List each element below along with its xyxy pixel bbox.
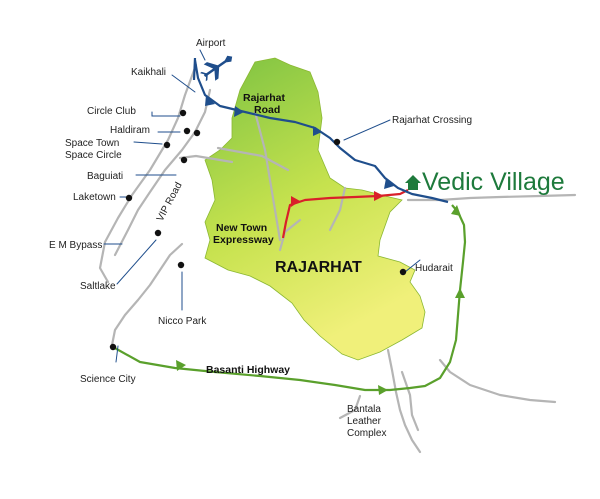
- saltlake-dot: [154, 229, 162, 237]
- rajarhat-road-label-2: Road: [254, 104, 280, 116]
- baguiati-dot: [180, 156, 188, 164]
- em-bypass-label: E M Bypass: [49, 240, 102, 251]
- home-icon: [405, 175, 421, 190]
- leader-lines: [103, 49, 421, 363]
- rajarhat-road-label-1: Rajarhat: [243, 92, 286, 104]
- basanti-highway-arrows: [176, 205, 465, 395]
- rajarhat-region: [204, 57, 426, 361]
- science-city-dot: [109, 343, 117, 351]
- bantala-label-3: Complex: [347, 428, 386, 439]
- airplane-icon: [200, 55, 233, 82]
- basanti-highway: [112, 204, 467, 392]
- basanti-highway-label: Basanti Highway: [206, 364, 290, 376]
- saltlake-label: Saltlake: [80, 281, 116, 292]
- minor-roads: [98, 63, 577, 454]
- space-town-dot: [163, 141, 171, 149]
- hudarait-label: Hudarait: [415, 263, 453, 274]
- new-town-expressway-arrows: [291, 191, 384, 207]
- haldiram-label: Haldiram: [110, 125, 150, 136]
- new-town-label-1: New Town: [216, 222, 267, 234]
- location-dots: [109, 109, 407, 351]
- science-city-label: Science City: [80, 374, 136, 385]
- vip-road-label: VIP Road: [155, 181, 185, 224]
- new-town-label-2: Expressway: [213, 234, 274, 246]
- bantala-label-1: Bantala: [347, 404, 381, 415]
- rajarhat-road-arrows: [205, 95, 394, 189]
- circle-club-dot: [179, 109, 187, 117]
- circle-club-label: Circle Club: [87, 106, 136, 117]
- haldiram-dot-1: [183, 127, 191, 135]
- nicco-park-dot: [177, 261, 185, 269]
- rajarhat-road: [193, 59, 449, 204]
- laketown-dot: [125, 194, 133, 202]
- title-vedic-village: Vedic Village: [422, 168, 565, 196]
- new-town-expressway: [281, 189, 409, 239]
- bantala-label-2: Leather: [347, 416, 382, 427]
- airport-route: [192, 57, 197, 81]
- haldiram-dot-2: [193, 129, 201, 137]
- nicco-park-label: Nicco Park: [158, 316, 207, 327]
- space-town-label-1: Space Town: [65, 138, 119, 149]
- rajarhat-crossing-label: Rajarhat Crossing: [392, 115, 472, 126]
- region-label: RAJARHAT: [275, 259, 362, 276]
- laketown-label: Laketown: [73, 192, 116, 203]
- kaikhali-label: Kaikhali: [131, 67, 166, 78]
- baguiati-label: Baguiati: [87, 171, 123, 182]
- space-town-label-2: Space Circle: [65, 150, 122, 161]
- rajarhat-crossing-dot: [333, 138, 341, 146]
- airport-label: Airport: [196, 38, 226, 49]
- hudarait-dot: [399, 268, 407, 276]
